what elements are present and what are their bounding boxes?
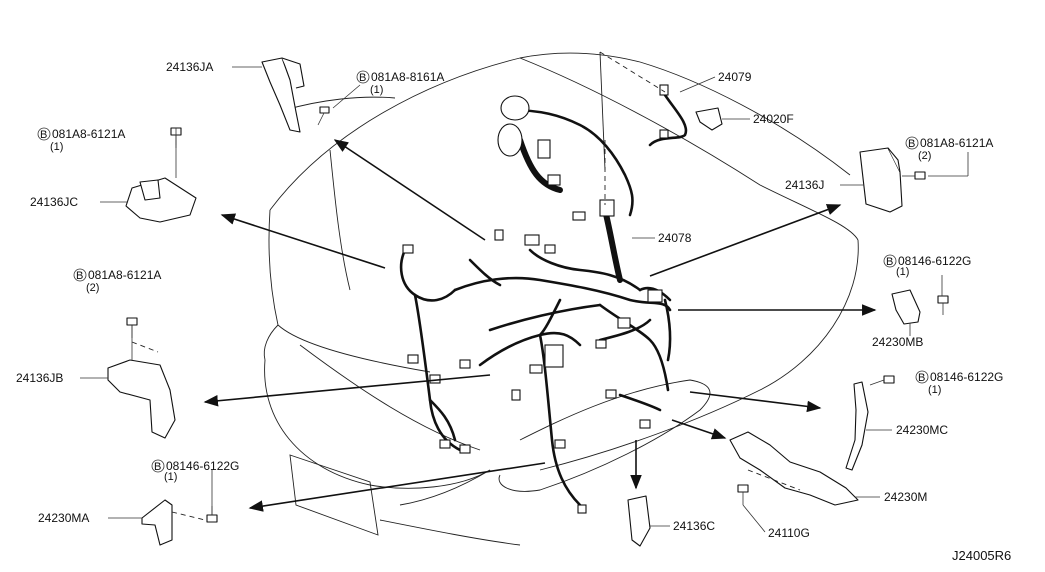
part-label-24079: 24079	[718, 70, 752, 84]
part-label-24230MA: 24230MA	[38, 511, 89, 525]
bolt-qty: (1)	[164, 471, 177, 483]
part-24230MA-bracket	[141, 480, 213, 546]
bolt-icon	[126, 317, 138, 338]
bolt-prefix: B	[886, 256, 893, 268]
diagram-reference-code: J24005R6	[952, 548, 1011, 563]
part-label-24136J: 24136J	[785, 178, 824, 192]
part-label-24020F: 24020F	[753, 112, 794, 126]
bolt-prefix: B	[154, 461, 161, 473]
part-24020F-clip	[695, 107, 723, 131]
bolt-icon	[902, 171, 926, 180]
bolt-callout: B 081A8-6121A (2)	[905, 136, 993, 162]
bolt-code: 081A8-6121A	[920, 136, 993, 150]
bolt-icon	[206, 506, 218, 523]
bolt-code: 081A8-8161A	[371, 70, 444, 84]
part-24230MB-bracket	[891, 289, 921, 325]
harness-connectors	[402, 84, 669, 514]
bolt-qty: (1)	[370, 84, 383, 96]
part-24230M-bracket	[729, 431, 859, 506]
part-label-24136JA: 24136JA	[166, 60, 213, 74]
bolt-code: 08146-6122G	[166, 459, 239, 473]
part-label-24110G: 24110G	[768, 526, 810, 540]
part-label-24078: 24078	[658, 231, 692, 245]
part-label-24136C: 24136C	[673, 519, 715, 533]
part-label-24136JC: 24136JC	[30, 195, 78, 209]
bolt-callout: B 08146-6122G (1)	[915, 370, 1003, 396]
part-label-24230MC: 24230MC	[896, 423, 948, 437]
bolt-callouts: B 081A8-8161A (1) B 081A8-6121A (1) B 08…	[37, 70, 1003, 483]
bolt-callout: B 081A8-8161A (1)	[356, 70, 444, 96]
part-label-24136JB: 24136JB	[16, 371, 63, 385]
leader-lines	[80, 66, 969, 533]
part-label-24230M: 24230M	[884, 490, 927, 504]
part-24136J-bracket	[859, 147, 903, 213]
bolt-prefix: B	[918, 372, 925, 384]
bolt-prefix: B	[40, 129, 47, 141]
bolt-prefix: B	[908, 138, 915, 150]
vehicle-body-outline	[263, 51, 859, 546]
part-24230MC-bracket	[845, 381, 869, 471]
bolt-qty: (2)	[86, 282, 99, 294]
bolt-prefix: B	[76, 270, 83, 282]
main-harness	[399, 93, 688, 507]
bolt-icon	[737, 484, 749, 505]
pointer-arrows	[203, 51, 877, 512]
bolt-icon	[869, 375, 895, 386]
bolt-code: 081A8-6121A	[88, 268, 161, 282]
bolt-qty: (1)	[928, 384, 941, 396]
bolt-code: 081A8-6121A	[52, 127, 125, 141]
part-label-24230MB: 24230MB	[872, 335, 923, 349]
part-24136C-clip	[627, 495, 651, 547]
bolt-qty: (1)	[896, 266, 909, 278]
part-24136JA-bracket	[261, 57, 305, 133]
bolt-callout: B 08146-6122G (1)	[883, 254, 971, 278]
bolt-qty: (2)	[918, 150, 931, 162]
part-24136JB-bracket	[107, 318, 176, 439]
bolt-icon	[937, 295, 949, 315]
bolt-callout: B 081A8-6121A (2)	[73, 268, 161, 294]
bolt-code: 08146-6122G	[930, 370, 1003, 384]
bolt-callout: B 081A8-6121A (1)	[37, 127, 125, 153]
bolt-icon	[317, 106, 330, 126]
bolt-code: 08146-6122G	[898, 254, 971, 268]
part-labels: 24136JA 24136JC 24136JB 24230MA 24079 24…	[16, 60, 948, 540]
part-24136JC-bracket	[125, 140, 197, 223]
bolt-icons	[126, 106, 949, 523]
bolt-callout: B 08146-6122G (1)	[151, 459, 239, 483]
bolt-qty: (1)	[50, 141, 63, 153]
bolt-prefix: B	[359, 72, 366, 84]
